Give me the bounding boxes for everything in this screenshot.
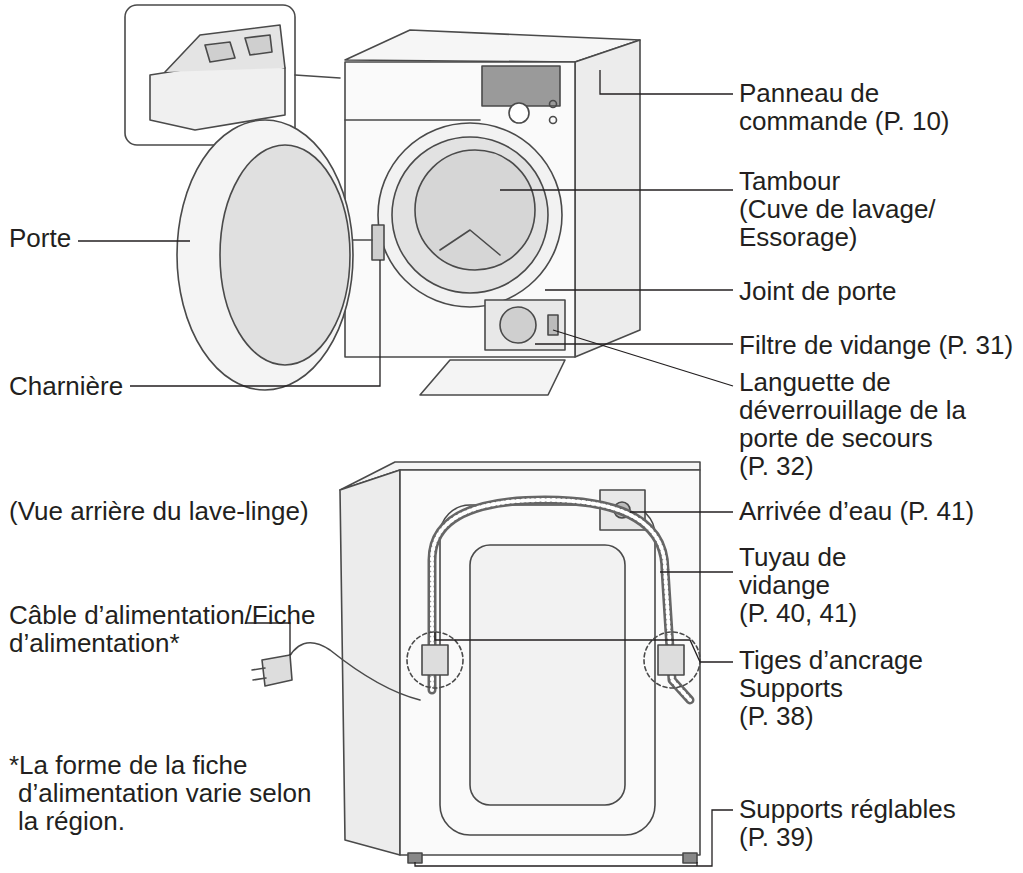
label-line: (P. 32)	[739, 452, 966, 480]
label-line: *La forme de la fiche	[9, 751, 311, 779]
label-line: Porte	[9, 224, 71, 252]
label-line: (P. 38)	[739, 702, 923, 730]
plug-pins	[252, 668, 266, 680]
label-line: Charnière	[9, 372, 123, 400]
leader-line	[545, 289, 733, 290]
label-line: Supports	[739, 674, 923, 702]
drain-hose	[432, 500, 690, 700]
power-plug	[262, 655, 292, 686]
part-label: (Vue arrière du lave-linge)	[9, 497, 309, 525]
door-glass	[220, 145, 350, 365]
rear-panel	[440, 505, 655, 835]
part-label: Tuyau de vidange (P. 40, 41)	[739, 543, 857, 627]
drum	[415, 150, 535, 270]
label-line: déverrouillage de la	[739, 396, 966, 424]
label-line: d’alimentation*	[9, 629, 315, 657]
label-line: (P. 39)	[739, 823, 956, 851]
part-label: Tiges d’ancrage Supports (P. 38)	[739, 646, 923, 730]
part-label: Filtre de vidange (P. 31)	[739, 331, 1013, 359]
panel-line	[345, 119, 480, 121]
inset-pointer	[295, 75, 340, 78]
drain-hose-rib	[432, 500, 690, 700]
leader-line	[435, 632, 733, 662]
label-line: Supports réglables	[739, 795, 956, 823]
label-line: la région.	[9, 807, 311, 835]
power-cable	[285, 643, 420, 700]
label-line: commande (P. 10)	[739, 107, 950, 135]
drain-filter	[500, 307, 536, 343]
label-line: Joint de porte	[739, 277, 897, 305]
part-label: *La forme de la fiche d’alimentation var…	[9, 751, 311, 835]
foot	[408, 853, 422, 863]
door	[177, 120, 353, 390]
label-line: (Cuve de lavage/	[739, 195, 936, 223]
drum-lifter	[440, 230, 500, 255]
part-label: Porte	[9, 224, 71, 252]
leader-line	[415, 810, 733, 866]
label-line: Tiges d’ancrage	[739, 646, 923, 674]
knob	[509, 103, 529, 123]
label-line: porte de secours	[739, 424, 966, 452]
leader-line	[78, 240, 190, 241]
label-line: Tuyau de	[739, 543, 857, 571]
rear-panel-inner	[470, 545, 625, 805]
hinge	[372, 225, 384, 260]
label-line: Tambour	[739, 167, 936, 195]
label-line: d’alimentation varie selon	[9, 779, 311, 807]
drum-opening	[378, 123, 562, 307]
part-label: Câble d’alimentation/Fiche d’alimentatio…	[9, 601, 315, 657]
leader-line	[600, 70, 733, 94]
anchor-bracket	[422, 645, 448, 675]
label-line: (Vue arrière du lave-linge)	[9, 497, 309, 525]
filter-flap	[420, 360, 565, 395]
drawer-compartments	[205, 35, 272, 62]
door-arm	[353, 239, 372, 241]
label-line: (P. 40, 41)	[739, 599, 857, 627]
label-line: Panneau de	[739, 79, 950, 107]
drawer-box	[165, 25, 285, 72]
leader-line	[500, 189, 733, 190]
label-line: Essorage)	[739, 223, 936, 251]
part-label: Joint de porte	[739, 277, 897, 305]
label-line: Filtre de vidange (P. 31)	[739, 331, 1013, 359]
label-line: vidange	[739, 571, 857, 599]
part-label: Arrivée d’eau (P. 41)	[739, 497, 974, 525]
part-label: Tambour (Cuve de lavage/ Essorage)	[739, 167, 936, 251]
label-line: Câble d’alimentation/Fiche	[9, 601, 315, 629]
part-label: Languette de déverrouillage de la porte …	[739, 368, 966, 480]
leader-line	[630, 511, 733, 512]
rear-back	[400, 470, 700, 855]
leader-line	[130, 260, 380, 386]
part-label: Charnière	[9, 372, 123, 400]
rear-side	[340, 470, 400, 855]
filter-box	[485, 300, 565, 350]
leader-line	[553, 330, 733, 386]
machine-side	[575, 40, 640, 357]
part-label: Supports réglables (P. 39)	[739, 795, 956, 851]
foot	[683, 853, 697, 863]
button	[550, 117, 557, 124]
leader-line	[535, 343, 733, 344]
door-seal	[392, 137, 548, 293]
anchor-bracket	[658, 645, 684, 675]
label-line: Languette de	[739, 368, 966, 396]
label-line: Arrivée d’eau (P. 41)	[739, 497, 974, 525]
release-tab	[548, 315, 558, 335]
control-display	[482, 66, 560, 106]
part-label: Panneau de commande (P. 10)	[739, 79, 950, 135]
leader-line	[660, 571, 733, 572]
button	[550, 101, 557, 108]
